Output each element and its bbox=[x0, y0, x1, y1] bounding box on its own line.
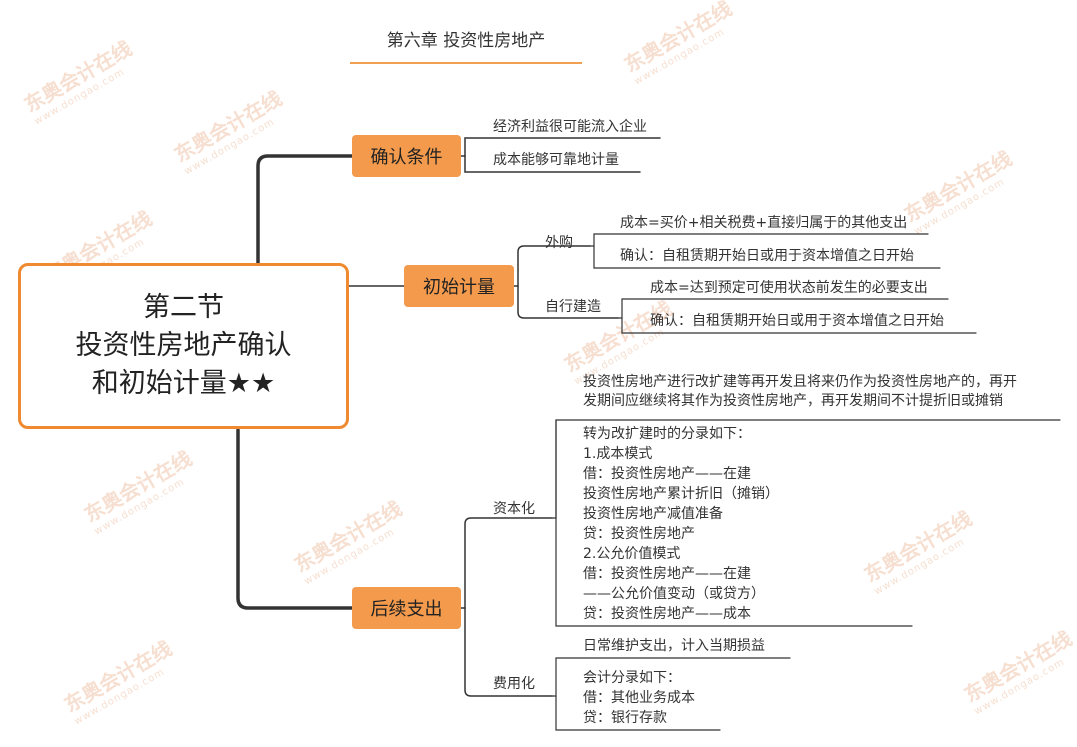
capital-entry: 借：投资性房地产——在建 bbox=[583, 566, 751, 582]
root-line-3: 和初始计量★★ bbox=[91, 368, 276, 399]
chapter-title: 第六章 投资性房地产 bbox=[350, 26, 582, 64]
root-line-1: 第二节 bbox=[143, 292, 224, 323]
capital-entry: 贷：投资性房地产——成本 bbox=[583, 606, 751, 622]
sub-purchase[interactable]: 外购 bbox=[545, 235, 573, 251]
purchase-item: 确认：自租赁期开始日或用于资本增值之日开始 bbox=[620, 248, 914, 264]
expense-entry: 贷：银行存款 bbox=[583, 710, 667, 726]
capital-entry: 贷：投资性房地产 bbox=[583, 526, 695, 542]
sub-expensing[interactable]: 费用化 bbox=[493, 676, 535, 692]
root-line-2: 投资性房地产确认 bbox=[75, 330, 292, 361]
purchase-item: 成本=买价+相关税费+直接归属于的其他支出 bbox=[620, 215, 908, 231]
capital-entry: 2.公允价值模式 bbox=[583, 546, 681, 562]
expense-note: 日常维护支出，计入当期损益 bbox=[583, 638, 765, 654]
self-build-item: 成本=达到预定可使用状态前发生的必要支出 bbox=[650, 280, 928, 296]
expense-entry: 借：其他业务成本 bbox=[583, 690, 695, 706]
root-node[interactable]: 第二节 投资性房地产确认 和初始计量★★ bbox=[18, 263, 349, 429]
branch-initial-measurement[interactable]: 初始计量 bbox=[404, 265, 514, 307]
self-build-item: 确认：自租赁期开始日或用于资本增值之日开始 bbox=[650, 313, 944, 329]
branch-subsequent-expenditure[interactable]: 后续支出 bbox=[352, 587, 461, 629]
capital-entry: 投资性房地产减值准备 bbox=[583, 506, 723, 522]
sub-capitalization[interactable]: 资本化 bbox=[493, 501, 535, 517]
confirm-item: 成本能够可靠地计量 bbox=[493, 152, 619, 168]
expense-entry: 会计分录如下： bbox=[583, 670, 681, 686]
branch-confirm-conditions[interactable]: 确认条件 bbox=[352, 135, 461, 177]
capital-entry: 投资性房地产累计折旧（摊销） bbox=[583, 486, 779, 502]
capital-entry: 转为改扩建时的分录如下： bbox=[583, 426, 751, 442]
capital-entry: ——公允价值变动（或贷方） bbox=[583, 586, 765, 602]
capital-entry: 1.成本模式 bbox=[583, 446, 653, 462]
capital-note: 投资性房地产进行改扩建等再开发且将来仍作为投资性房地产的，再开 bbox=[583, 374, 1017, 390]
capital-note: 发期间应继续将其作为投资性房地产，再开发期间不计提折旧或摊销 bbox=[583, 393, 1003, 409]
capital-entry: 借：投资性房地产——在建 bbox=[583, 466, 751, 482]
confirm-item: 经济利益很可能流入企业 bbox=[493, 119, 647, 135]
sub-self-build[interactable]: 自行建造 bbox=[545, 299, 601, 315]
